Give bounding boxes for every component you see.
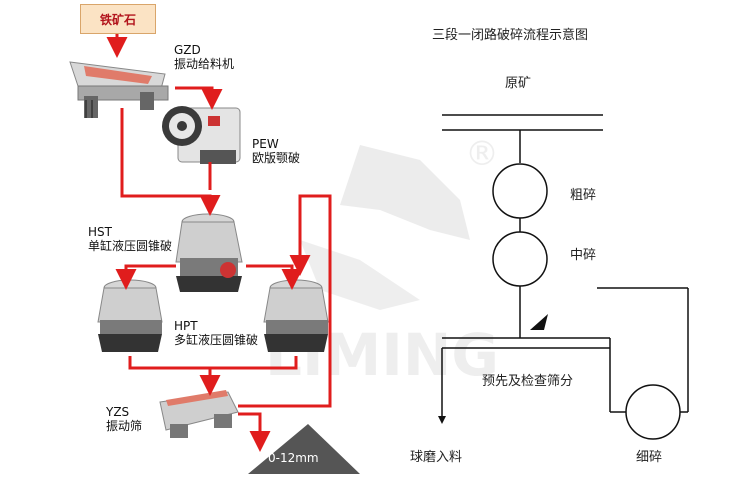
flowchart-title: 三段一闭路破碎流程示意图 bbox=[432, 28, 589, 43]
yzs-name: 振动筛 bbox=[106, 419, 143, 433]
medium-crushing-label: 中碎 bbox=[570, 248, 597, 263]
hst-name: 单缸液压圆锥破 bbox=[88, 239, 173, 253]
hpt-cone-crusher-left-image bbox=[97, 279, 163, 352]
hpt-name: 多缸液压圆锥破 bbox=[174, 333, 259, 347]
plant-flow-arrows bbox=[106, 30, 332, 452]
hst-label: HST 单缸液压圆锥破 bbox=[86, 224, 175, 254]
pew-code: PEW bbox=[252, 137, 279, 151]
pew-name: 欧版颚破 bbox=[252, 151, 301, 165]
jaw-crusher-image bbox=[162, 106, 241, 164]
hpt-cone-crusher-right-image bbox=[263, 279, 329, 352]
pew-label: PEW 欧版颚破 bbox=[250, 136, 303, 166]
product-size-label: 0-12mm bbox=[268, 451, 319, 465]
fine-crushing-label: 细碎 bbox=[636, 450, 663, 465]
coarse-crusher-node bbox=[492, 163, 548, 219]
hst-code: HST bbox=[88, 225, 112, 239]
ball-mill-feed-label: 球磨入料 bbox=[410, 450, 463, 465]
feed-material-badge: 铁矿石 bbox=[80, 4, 156, 34]
raw-ore-label: 原矿 bbox=[505, 76, 532, 91]
screening-label: 预先及检查筛分 bbox=[482, 374, 574, 389]
medium-crusher-node bbox=[492, 231, 548, 287]
product-pile bbox=[248, 424, 360, 474]
registered-mark-icon: ® bbox=[465, 134, 499, 174]
flowchart-lines bbox=[438, 114, 689, 424]
fine-crusher-node bbox=[625, 384, 681, 440]
return-arrow-head bbox=[530, 314, 548, 330]
yzs-code: YZS bbox=[106, 405, 130, 419]
hpt-label: HPT 多缸液压圆锥破 bbox=[172, 318, 261, 348]
vibrating-screen-image bbox=[159, 390, 239, 438]
coarse-crushing-label: 粗碎 bbox=[570, 188, 597, 203]
gzd-name: 振动给料机 bbox=[174, 57, 235, 71]
gzd-label: GZD 振动给料机 bbox=[172, 42, 237, 72]
gzd-code: GZD bbox=[174, 43, 201, 57]
hst-cone-crusher-image bbox=[175, 213, 243, 292]
vibrating-feeder-image bbox=[69, 61, 169, 118]
yzs-label: YZS 振动筛 bbox=[104, 404, 145, 434]
hpt-code: HPT bbox=[174, 319, 198, 333]
